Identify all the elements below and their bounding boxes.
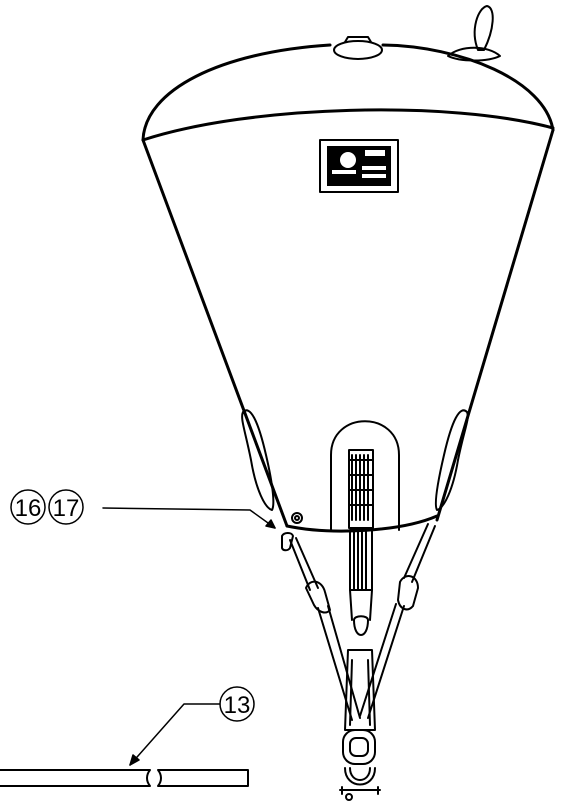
top-hatch: [333, 36, 383, 60]
bolt-fitting: [281, 512, 303, 552]
center-strap: [349, 529, 373, 636]
buoy-dome: [141, 43, 555, 142]
swivel-shackle: [339, 729, 381, 801]
leader-13: [129, 703, 221, 766]
svg-text:16: 16: [15, 495, 42, 522]
dome-seam: [141, 108, 555, 142]
leader-16-17: [102, 507, 276, 529]
right-fender: [434, 409, 469, 511]
rope-segment: [0, 769, 249, 787]
callout-13: 13: [219, 686, 255, 722]
svg-text:17: 17: [53, 495, 80, 522]
callout-16: 16: [10, 489, 46, 525]
callout-17: 17: [48, 489, 84, 525]
strap-housing: [330, 420, 400, 531]
left-fender: [241, 409, 275, 511]
cone-right-side: [435, 128, 555, 522]
shackle-plates: [344, 649, 376, 731]
lifting-loop: [447, 5, 501, 62]
svg-text:13: 13: [224, 692, 251, 719]
label-plate: [319, 139, 399, 193]
cone-left-side: [141, 138, 289, 528]
